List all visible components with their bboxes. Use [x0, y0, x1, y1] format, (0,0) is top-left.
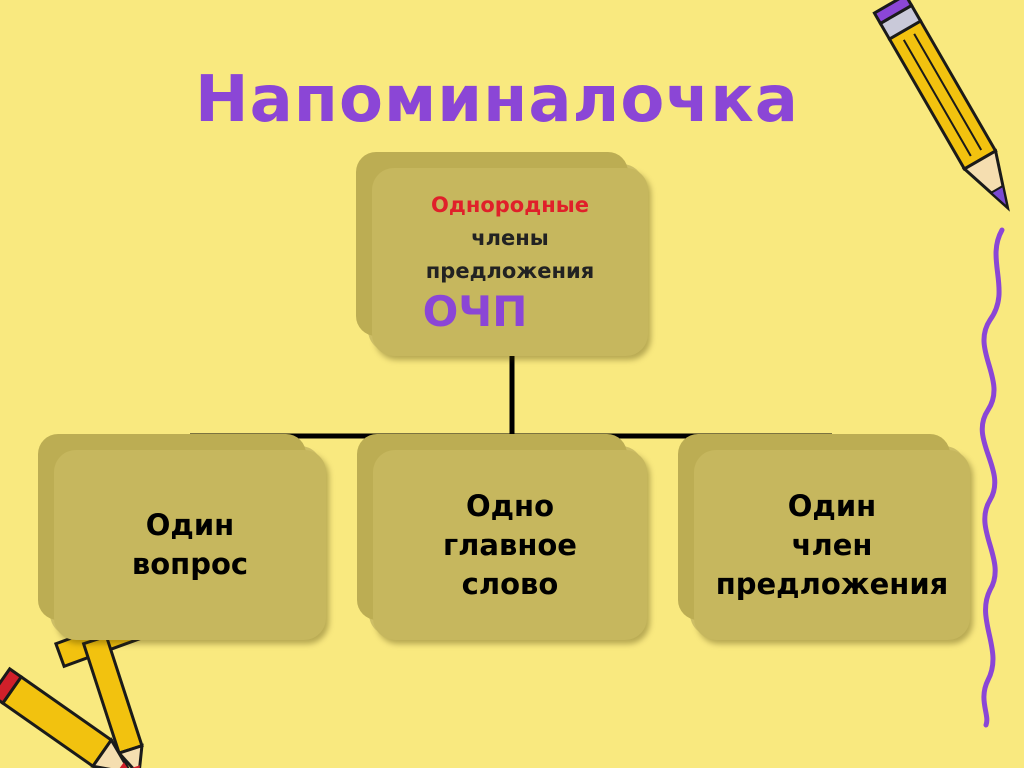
root-line-1: Однородные [431, 192, 589, 217]
page-title: Напоминалочка [195, 63, 799, 137]
child-3-line-3: предложения [715, 566, 949, 601]
root-node: Однородные члены предложения ОЧП [372, 168, 648, 356]
pencil-bundle-icon [0, 595, 222, 768]
child-1-line-1: Один [145, 508, 235, 542]
child-node-question: Один вопрос [54, 450, 326, 640]
child-1-line-2: вопрос [131, 547, 249, 581]
child-2-line-1: Одно [465, 488, 555, 523]
child-2-line-3: слово [461, 566, 559, 601]
child-2-line-2: главное [443, 527, 577, 562]
root-line-2: члены [471, 225, 549, 250]
child-3-line-1: Один [787, 488, 877, 523]
wavy-line [979, 227, 1005, 728]
pencil-icon [872, 0, 1010, 212]
child-node-main-word: Одно главное слово [373, 450, 647, 640]
child-3-line-2: член [791, 527, 873, 562]
connector-lines [190, 356, 832, 439]
child-node-sentence-member: Один член предложения [694, 450, 970, 640]
root-line-3: предложения [425, 258, 595, 283]
root-abbreviation: ОЧП [422, 286, 528, 336]
